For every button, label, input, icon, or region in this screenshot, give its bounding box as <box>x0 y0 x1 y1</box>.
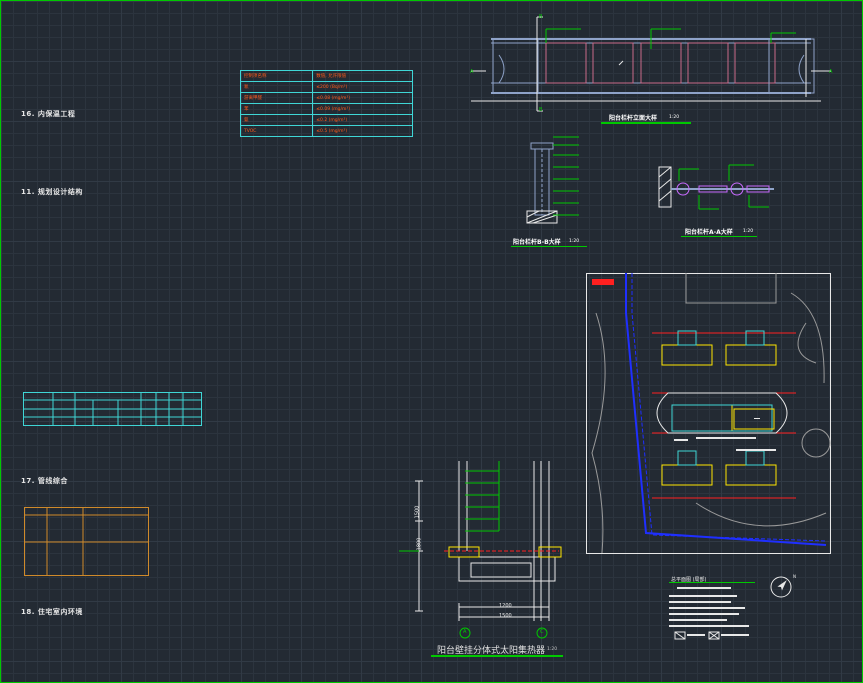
railing-elevation-drawing <box>471 16 831 112</box>
table-row: 游离甲醛 ≤0.08 (mg/m³) <box>239 92 413 104</box>
axis-label-a: A <box>463 629 467 635</box>
section-mark-b-top: B <box>539 14 543 20</box>
railing-elevation-underline <box>601 122 691 124</box>
railing-section-bb-underline <box>511 246 587 247</box>
table-row: 氨 ≤0.2 (mg/m³) <box>239 114 413 126</box>
table-cell: ≤0.08 (mg/m³) <box>312 92 413 104</box>
table-cell: TVOC <box>239 125 314 137</box>
solar-heater-section-drawing <box>399 461 562 639</box>
solar-heater-scale: 1:20 <box>547 647 558 652</box>
site-plan-legend <box>669 587 749 640</box>
railing-section-aa-title: 阳台栏杆A-A大样 <box>685 229 733 236</box>
railing-section-aa-underline <box>681 236 757 237</box>
site-plan-drawing <box>586 273 831 554</box>
dimension-1500: 1500 <box>414 505 421 519</box>
table-header-row: 控制项名称 数值, 允许限值 <box>239 70 413 82</box>
heading-indoor-environment: 18. 住宅室内环境 <box>21 608 83 616</box>
table-row: 苯 ≤0.09 (mg/m³) <box>239 103 413 115</box>
railing-section-aa-scale: 1:20 <box>743 229 754 234</box>
section-mark-b-bottom: B <box>539 107 543 113</box>
table-cell: ≤200 (Bq/m³) <box>312 81 413 93</box>
table-cell: ≤0.2 (mg/m³) <box>312 114 413 126</box>
table-header-cell: 控制项名称 <box>239 70 314 82</box>
railing-section-aa-drawing <box>658 164 774 210</box>
planning-grid-table <box>23 392 202 426</box>
table-cell: 苯 <box>239 103 314 115</box>
indoor-pollutant-table: 控制项名称 数值, 允许限值 氡 ≤200 (Bq/m³) 游离甲醛 ≤0.08… <box>239 70 413 137</box>
railing-section-bb-scale: 1:20 <box>569 239 580 244</box>
dimension-1200: 1200 <box>499 603 512 609</box>
table-row: 氡 ≤200 (Bq/m³) <box>239 81 413 93</box>
solar-heater-title: 阳台壁挂分体式太阳集热器 <box>437 646 546 656</box>
pipeline-table <box>24 507 149 576</box>
north-compass-icon <box>770 576 792 598</box>
railing-elevation-scale: 1:20 <box>669 115 680 120</box>
solar-heater-underline <box>431 655 563 657</box>
section-mark-a-right: A <box>829 69 833 75</box>
heading-pipeline: 17. 管线综合 <box>21 477 68 485</box>
site-plan-legend-title: 总平面图 (局部) <box>671 577 707 583</box>
axis-label-c: C <box>540 629 544 635</box>
table-cell: 氡 <box>239 81 314 93</box>
heading-planning-structure: 11. 规划设计结构 <box>21 188 83 196</box>
legend-title-underline <box>669 582 755 583</box>
compass-north-label: N <box>793 574 796 579</box>
table-cell: 游离甲醛 <box>239 92 314 104</box>
section-mark-a-left: A <box>470 69 474 75</box>
dimension-1500-bottom: 1500 <box>499 613 512 619</box>
table-header-cell: 数值, 允许限值 <box>312 70 413 82</box>
railing-section-bb-drawing <box>526 136 579 224</box>
table-cell: 氨 <box>239 114 314 126</box>
table-cell: ≤0.5 (mg/m³) <box>312 125 413 137</box>
railing-elevation-title: 阳台栏杆立面大样 <box>609 115 658 122</box>
railing-section-bb-title: 阳台栏杆B-B大样 <box>513 239 561 246</box>
dimension-1800: 1800 <box>416 537 423 551</box>
table-row: TVOC ≤0.5 (mg/m³) <box>239 125 413 137</box>
heading-interior-insulation: 16. 内保温工程 <box>21 110 76 118</box>
table-cell: ≤0.09 (mg/m³) <box>312 103 413 115</box>
